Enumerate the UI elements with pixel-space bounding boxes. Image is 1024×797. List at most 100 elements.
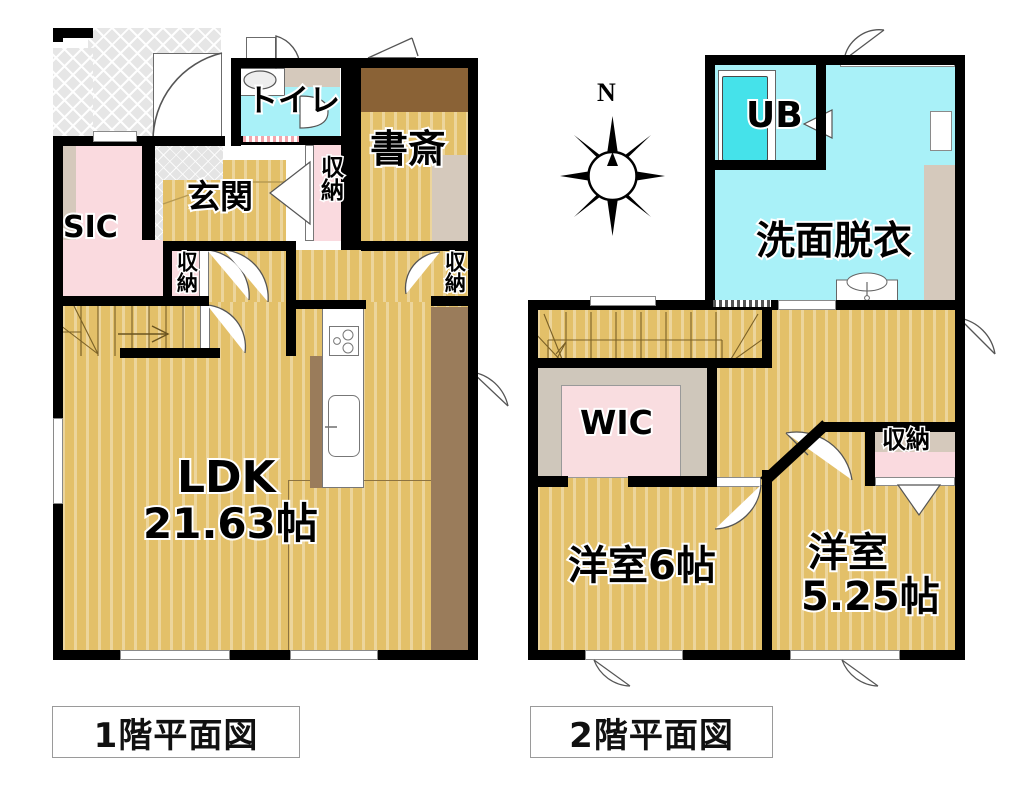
genkan-hall-floor-2 <box>223 160 286 190</box>
wall-f1-mid-v <box>286 241 296 356</box>
label-toilet: トイレ <box>245 83 342 119</box>
wall-f2-bedroom2-diag <box>760 420 830 486</box>
label-sic: SIC <box>61 210 120 245</box>
ldk-entry-door-swing-icon <box>206 304 247 354</box>
window-f1-left-1 <box>53 418 63 504</box>
wall-f1-study-bottom <box>361 241 478 251</box>
window-f2-hall-top <box>590 296 656 306</box>
wall-f2-closet-left <box>865 422 875 486</box>
sic-room-fill-2 <box>53 240 163 300</box>
wall-f2-closet-top <box>822 422 955 432</box>
wall-f1-sic-bottom <box>53 296 163 306</box>
wall-f1-right <box>468 58 478 660</box>
wall-f2-washroom-left <box>705 55 715 310</box>
label-bedroom1: 洋室6帖 <box>566 543 718 589</box>
label-bedroom2: 洋室 <box>806 530 890 576</box>
floor2-caption-text: 2階平面図 <box>569 715 734 756</box>
wall-f2-wic-right <box>707 358 717 486</box>
wall-f1-left <box>53 136 63 660</box>
compass-north-label: N <box>597 78 616 107</box>
toilet-vent-grille <box>243 136 299 142</box>
closet-toilet-side-fill <box>313 145 345 241</box>
window-f1-top-left <box>93 131 137 142</box>
wic-inner <box>561 385 681 478</box>
wall-f1-hall-bottom <box>163 241 286 251</box>
porch-tile-area-2 <box>53 48 93 141</box>
wall-f2-stairs-bottom <box>528 358 772 368</box>
study-closet-strip <box>432 155 468 241</box>
wall-f2-bedroom-split <box>762 477 772 660</box>
wall-f2-ub-right <box>816 55 826 170</box>
wall-f1-stairs-bottom <box>120 348 220 358</box>
wall-f1-kitchen-top <box>296 300 366 309</box>
closet-bedroom2-upper <box>875 430 955 452</box>
window-f2-bedroom1-bottom <box>585 650 683 660</box>
washroom-side-strip <box>924 165 955 302</box>
wall-f1-top-toilet-top <box>231 58 351 68</box>
kitchen-side-strip <box>310 356 322 488</box>
closet-hall-left-fill <box>172 250 200 302</box>
wall-f2-ub-bottom <box>705 160 826 170</box>
ldk-right-wall-strip <box>431 307 468 660</box>
wall-f1-closet-r-right <box>468 250 478 302</box>
label-ldk-size: 21.63帖 <box>141 499 320 548</box>
closet-bedroom2-lower <box>875 452 955 477</box>
toilet-icon <box>243 70 329 129</box>
study-upper-band <box>361 68 468 112</box>
study-window-swing-icon <box>367 37 419 59</box>
wall-f2-stairs-right <box>762 310 772 366</box>
genkan-step-edge <box>162 181 288 205</box>
wall-f1-closet-l-left <box>163 250 172 302</box>
label-ldk: LDK <box>175 452 278 503</box>
wall-f1-closet-r-bottom <box>431 296 478 306</box>
floor2-plan: UB 洗面脱衣 WIC 洋室6帖 洋室 5.25帖 収納 <box>510 0 1024 700</box>
wall-f1-closet-l-bottom <box>163 296 209 306</box>
wall-f2-bedroom2-left <box>762 470 772 490</box>
ldk-floor-upper-right <box>290 250 468 302</box>
sic-room-fill <box>76 145 142 240</box>
sink-icon <box>325 395 360 457</box>
entry-door-swing-icon <box>152 52 223 142</box>
wall-f1-study-top <box>351 58 478 68</box>
label-bedroom2-size: 5.25帖 <box>799 574 942 620</box>
closet-bedroom2-open-icon <box>896 484 942 517</box>
label-washroom: 洗面脱衣 <box>754 219 914 264</box>
wall-f1-closet-toilet-right <box>345 145 351 241</box>
genkan-hall-floor <box>163 180 286 249</box>
stove-icon <box>329 326 359 356</box>
wall-f1-sic-right <box>142 145 155 240</box>
floor1-caption: 1階平面図 <box>52 706 300 758</box>
wall-f2-wic-bottom-2 <box>628 476 717 487</box>
label-closet-hall-right: 収納 <box>441 250 468 295</box>
wall-f2-bottom <box>528 650 965 660</box>
washroom-vent-grille <box>713 300 771 307</box>
label-ub: UB <box>744 95 805 136</box>
floor1-plan: SIC 玄関 トイレ 書斎 LDK 21.63帖 収納 収納 収納 <box>0 0 510 700</box>
floor2-caption: 2階平面図 <box>530 706 773 758</box>
closet-toilet-side-open-icon <box>269 160 311 226</box>
bedroom1-door-swing-icon <box>714 484 762 530</box>
wall-f1-top-left-segment <box>53 136 225 146</box>
hall-door-2-swing-icon <box>223 249 269 303</box>
window-f2-bedroom1-swing-icon <box>593 659 631 687</box>
label-genkan: 玄関 <box>185 177 255 216</box>
window-f2-bedroom2-swing-icon <box>841 659 879 687</box>
wall-f1-study-left <box>351 58 361 250</box>
wall-f2-right <box>955 55 965 660</box>
ldk-area-divider-v <box>288 480 289 660</box>
floor1-caption-text: 1階平面図 <box>93 715 259 756</box>
window-f2-washroom-bottom <box>778 300 836 310</box>
stairs-floor2 <box>532 312 772 365</box>
wall-f1-top-leftstub <box>53 28 93 38</box>
label-wic: WIC <box>578 403 655 442</box>
compass-rose-icon <box>560 116 665 236</box>
label-closet-toilet-side: 収納 <box>315 154 344 203</box>
washroom-cabinet <box>930 111 952 151</box>
wall-f1-top-toilet <box>231 58 241 146</box>
compass-rose: N <box>552 79 672 243</box>
window-f1-bottom-2 <box>290 650 378 660</box>
wall-f2-wic-bottom <box>528 476 568 487</box>
label-study: 書斎 <box>368 127 448 171</box>
label-closet-hall-left: 収納 <box>173 250 200 295</box>
